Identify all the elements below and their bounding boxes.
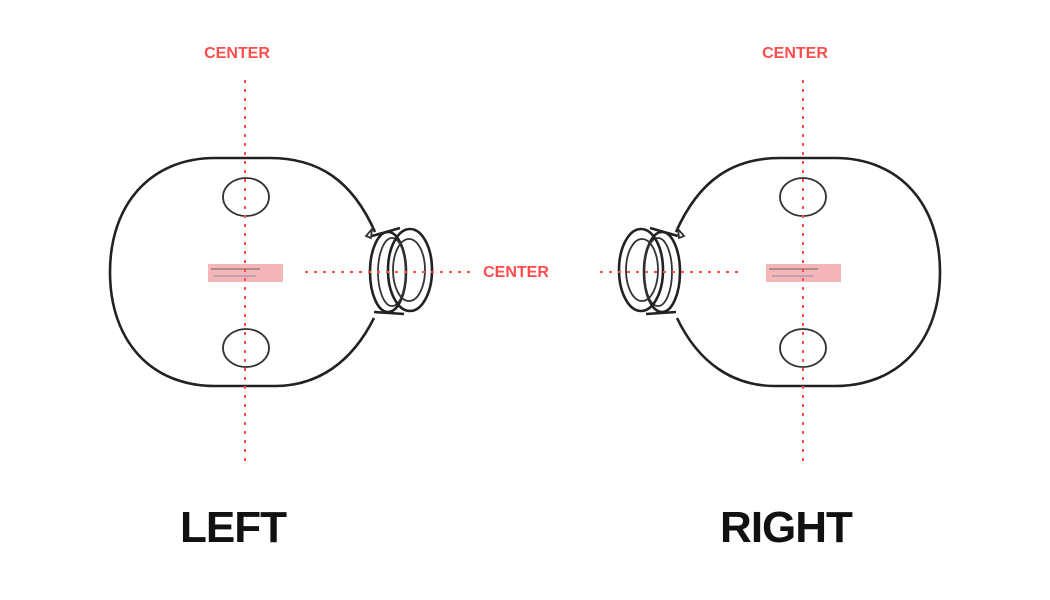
right-label: RIGHT: [720, 503, 853, 552]
center-label-left: CENTER: [204, 45, 270, 62]
left-label: LEFT: [180, 503, 287, 552]
right-earbud-body: [674, 156, 942, 388]
left-bottom-sensor: [222, 328, 270, 368]
center-label-middle: CENTER: [483, 264, 549, 281]
right-bottom-sensor: [779, 328, 827, 368]
center-label-right: CENTER: [762, 45, 828, 62]
left-earbud-body: [108, 156, 377, 388]
left-earbud: [108, 156, 434, 388]
right-earbud: [617, 156, 942, 388]
right-nozzle: [617, 226, 686, 316]
